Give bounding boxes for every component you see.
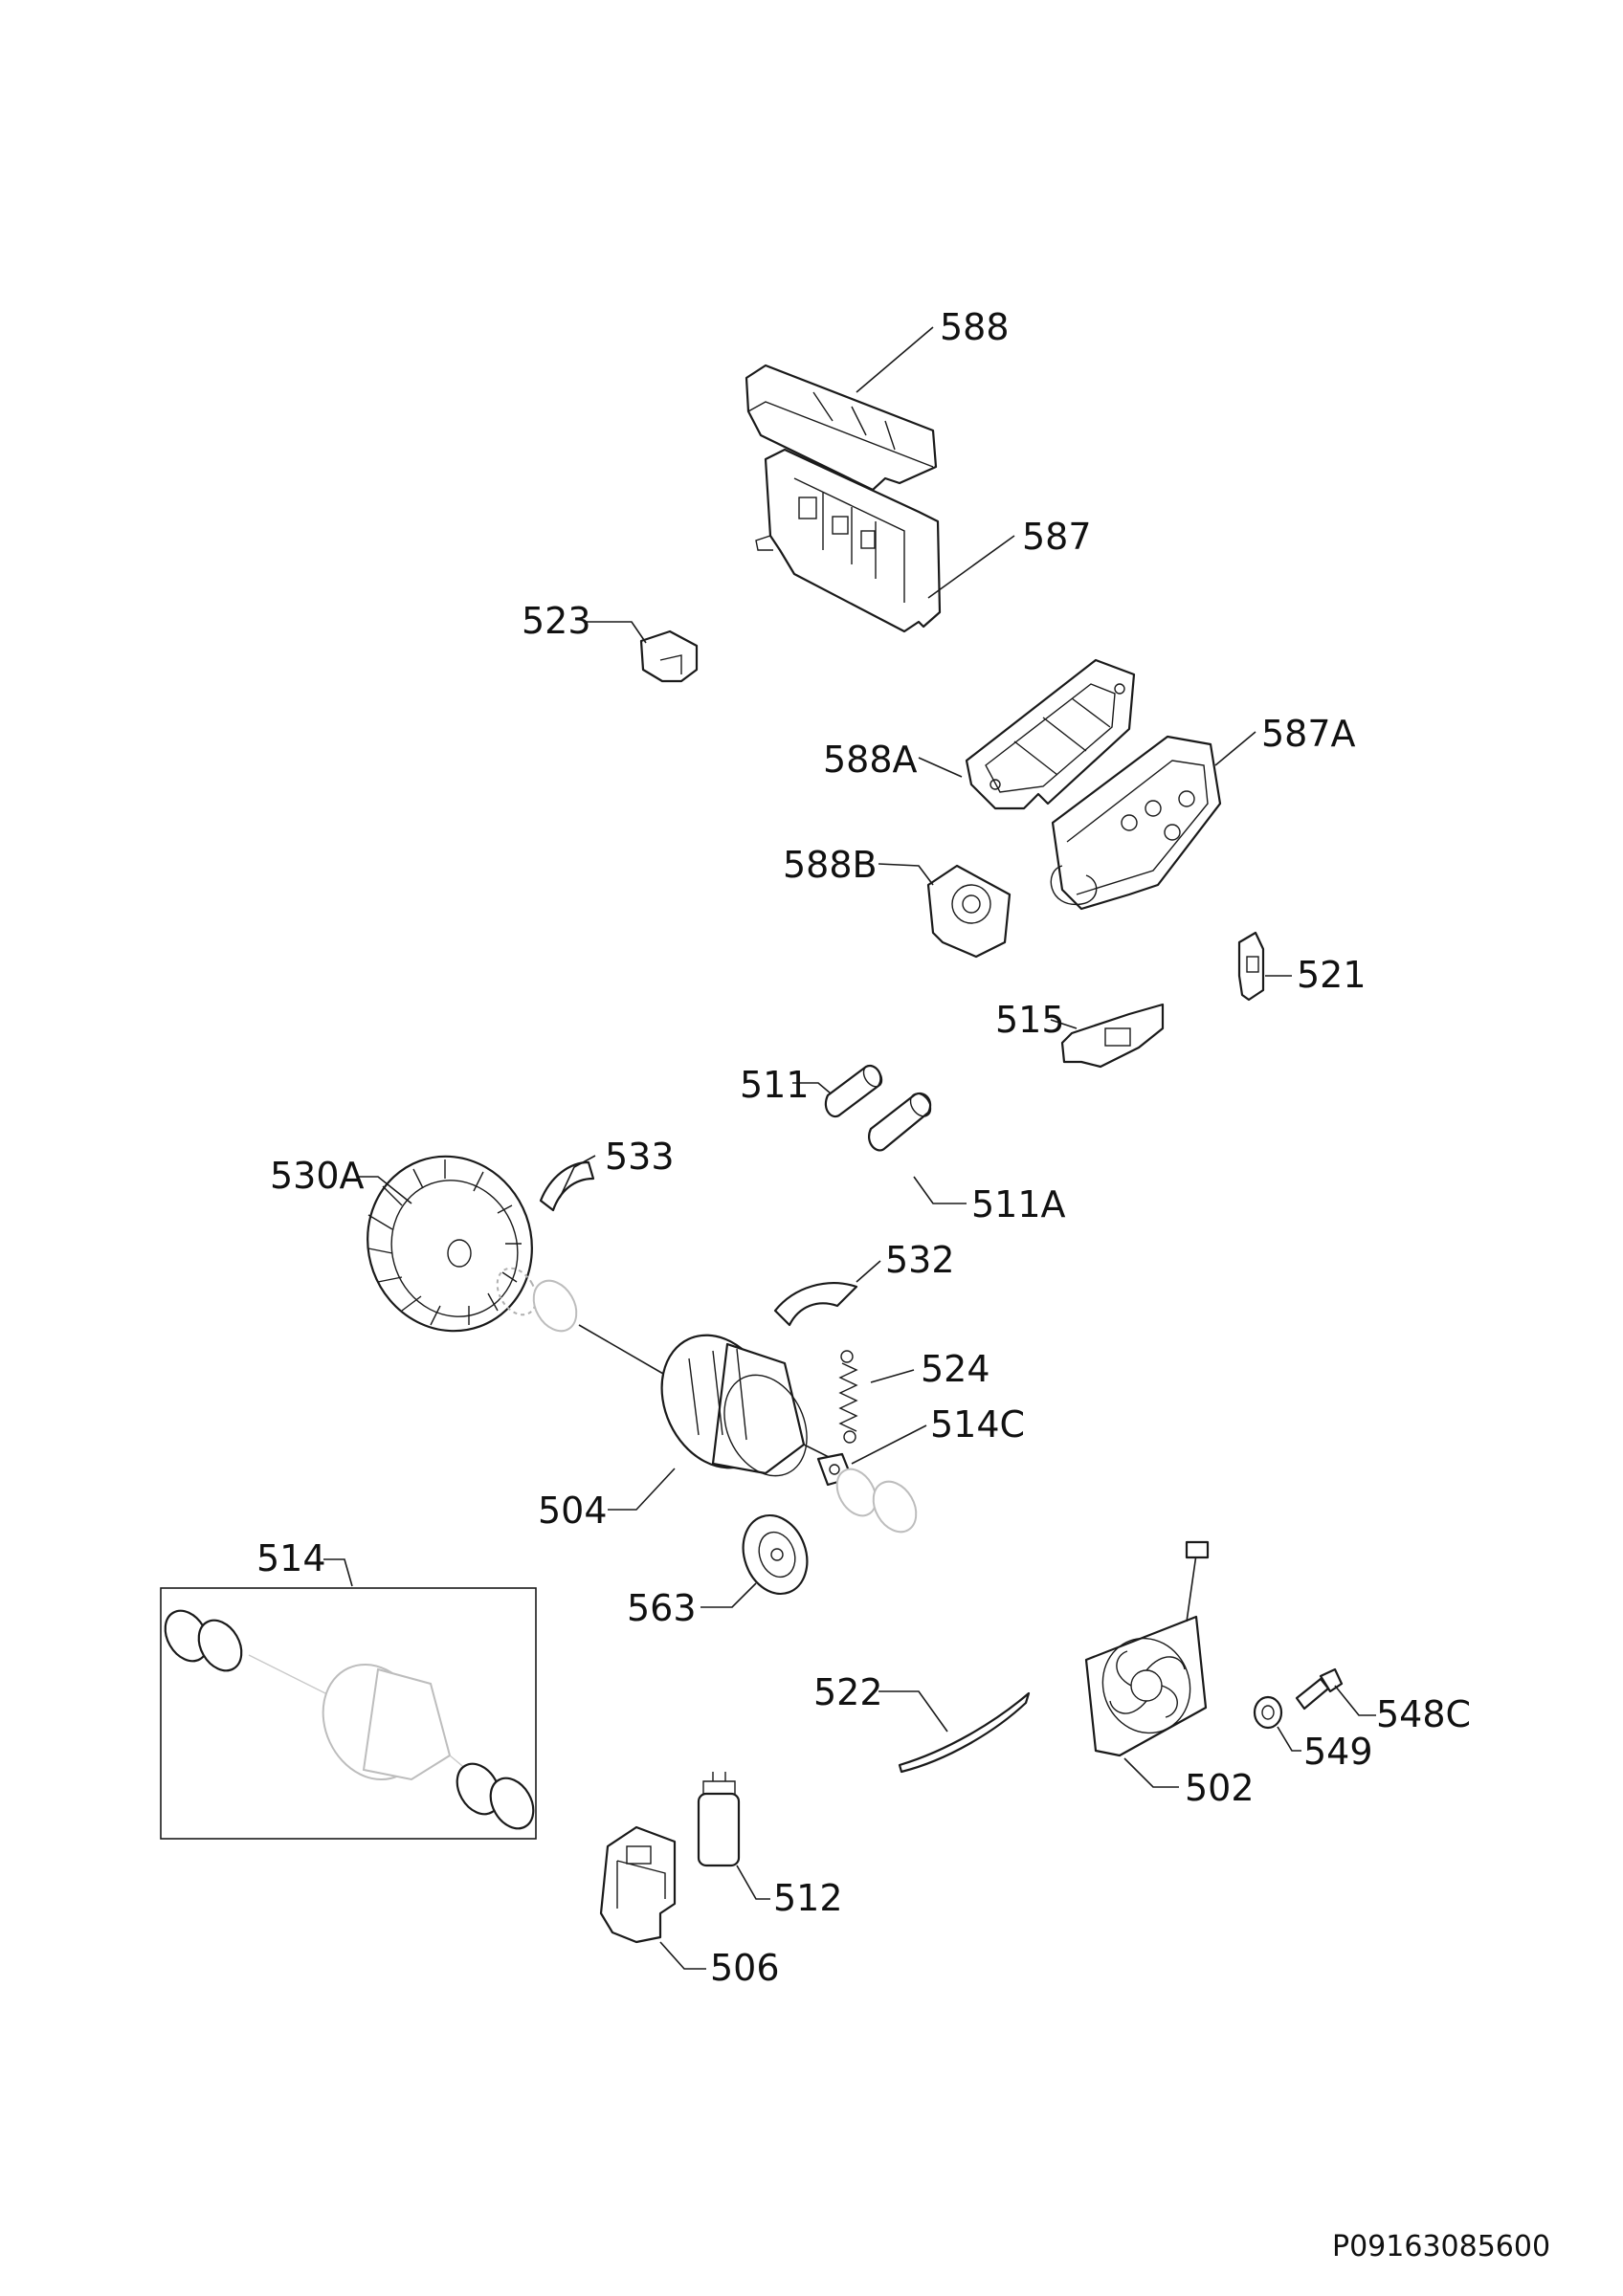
part-524-spring	[838, 1350, 858, 1444]
callout-588B: 588B	[783, 844, 878, 886]
ghost-seals-upper	[496, 1267, 578, 1333]
callout-506: 506	[710, 1947, 780, 1989]
callout-548C: 548C	[1376, 1693, 1472, 1735]
part-522-strip	[898, 1691, 1031, 1774]
ghost-seals-lower	[835, 1468, 918, 1534]
part-587A-board	[1050, 735, 1222, 911]
part-587-board	[755, 448, 942, 633]
part-532-cover	[773, 1282, 858, 1327]
callout-522: 522	[813, 1671, 883, 1713]
callout-511A: 511A	[971, 1183, 1066, 1225]
part-511-capacitor	[824, 1064, 883, 1118]
callout-514: 514	[256, 1537, 326, 1579]
callout-532: 532	[885, 1239, 955, 1281]
callout-563: 563	[627, 1587, 697, 1629]
callout-588: 588	[940, 306, 1010, 348]
callout-587A: 587A	[1261, 713, 1356, 755]
callout-530A: 530A	[270, 1155, 365, 1197]
callout-511: 511	[740, 1064, 810, 1106]
drawing-reference-number: P09163085600	[1332, 2230, 1551, 2263]
part-506-pump	[599, 1825, 677, 1944]
part-512-filter	[697, 1772, 741, 1867]
part-523-clip	[639, 629, 699, 683]
part-533-bracket	[539, 1160, 595, 1212]
callout-502: 502	[1185, 1767, 1255, 1809]
callout-521: 521	[1297, 954, 1367, 996]
part-588B-knob	[926, 864, 1012, 959]
part-588-cover	[745, 364, 938, 492]
callout-514C: 514C	[930, 1403, 1026, 1446]
part-511A-capacitor	[868, 1092, 932, 1152]
part-514-kit-box	[160, 1587, 537, 1840]
callout-549: 549	[1303, 1731, 1373, 1773]
callout-533: 533	[605, 1136, 675, 1178]
part-502-cooling-fan	[1084, 1540, 1210, 1757]
leader-lines	[323, 326, 1376, 1970]
part-588A-frame	[965, 658, 1136, 810]
callout-588A: 588A	[823, 739, 918, 781]
callout-523: 523	[522, 600, 591, 642]
part-563-pulley	[742, 1513, 809, 1596]
callout-524: 524	[921, 1348, 990, 1390]
part-504-motor	[578, 1324, 843, 1477]
part-549-nut	[1253, 1695, 1283, 1730]
callout-515: 515	[995, 999, 1065, 1041]
part-530A-fan-wheel	[367, 1155, 533, 1333]
callout-587: 587	[1022, 516, 1092, 558]
callout-504: 504	[538, 1490, 608, 1532]
callout-512: 512	[773, 1877, 843, 1919]
part-548C-sensor	[1295, 1667, 1344, 1711]
part-515-door-lock	[1060, 1003, 1165, 1069]
part-521-switch	[1237, 931, 1265, 1002]
